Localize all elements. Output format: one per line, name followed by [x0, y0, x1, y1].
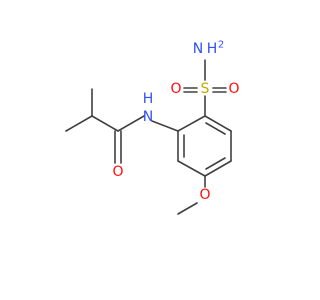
atom-amide-oxygen: O	[112, 164, 123, 180]
atom-sulfonamide-hydrogen-count: 2	[218, 40, 224, 51]
bond-ring-inner-1	[205, 122, 226, 135]
molecule-canvas: N H 2 S O O H N O O	[65, 40, 240, 215]
atom-sulfonyl-oxygen-right: O	[228, 81, 239, 97]
bond-methyl-left	[65, 115, 93, 132]
atom-amide-nitrogen: N	[143, 109, 153, 125]
molecule-structure: N H 2 S O O H N O O	[65, 40, 240, 215]
atom-sulfonyl-oxygen-left: O	[170, 81, 181, 97]
atom-sulfonamide-nitrogen: N	[193, 41, 203, 57]
atom-sulfonamide-hydrogen: H	[207, 41, 218, 57]
bond-carbonyl-nitrogen	[117, 115, 145, 132]
bond-ring-5	[177, 160, 206, 177]
bond-layer	[65, 59, 232, 215]
bond-isopropyl-carbonyl	[91, 115, 119, 132]
bond-ring-4	[204, 160, 232, 177]
bond-ring-2	[204, 115, 232, 132]
atom-amide-hydrogen: H	[143, 91, 154, 107]
bond-ring-1	[177, 115, 206, 132]
atom-layer: N H 2 S O O H N O O	[112, 40, 239, 204]
atom-sulfur: S	[201, 81, 210, 97]
bond-methoxy-oxygen-methyl	[177, 202, 198, 215]
bond-ring-inner-2	[205, 157, 226, 170]
atom-methoxy-oxygen: O	[199, 187, 210, 203]
bond-nitrogen-ring	[151, 120, 179, 132]
